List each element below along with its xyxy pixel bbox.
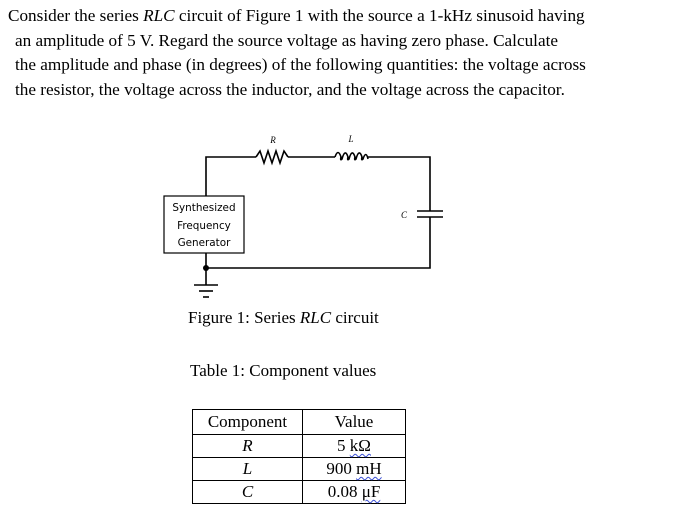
cell-component-r: R (192, 434, 303, 458)
header-component: Component (192, 409, 303, 435)
header-value: Value (302, 409, 406, 435)
value-unit: μF (361, 482, 381, 501)
generator-label-line-2: Frequency (177, 220, 231, 232)
problem-line-4: the resistor, the voltage across the ind… (15, 79, 565, 99)
problem-line-2: an amplitude of 5 V. Regard the source v… (15, 30, 558, 50)
inductor-symbol (334, 151, 369, 161)
value-unit: mH (356, 459, 382, 478)
circuit-wire-bottom (205, 217, 431, 269)
generator-label-line-3: Generator (178, 237, 231, 249)
problem-line-1-end: circuit of Figure 1 with the source a 1-… (174, 6, 585, 25)
problem-rlc-term: RLC (143, 6, 175, 25)
table-row: R 5 kΩ (192, 434, 406, 458)
problem-line-1: Consider the series RLC circuit of Figur… (8, 4, 680, 29)
cell-value-l: 900 mH (302, 457, 406, 481)
figure-caption-end: circuit (331, 308, 379, 327)
resistor-symbol (255, 148, 289, 166)
problem-statement: Consider the series RLC circuit of Figur… (8, 4, 680, 102)
figure-caption: Figure 1: Series RLC circuit (188, 308, 379, 328)
cell-value-c: 0.08 μF (302, 480, 406, 504)
figure-caption-start: Figure 1: Series (188, 308, 300, 327)
table-caption: Table 1: Component values (190, 361, 377, 380)
ground-node-dot (203, 265, 209, 271)
circuit-wire-top-left (205, 156, 256, 196)
component-table: Component Value R 5 kΩ L 900 mH C 0.08 μ… (192, 409, 406, 504)
table-header-row: Component Value (192, 409, 406, 435)
figure-caption-rlc: RLC (299, 308, 332, 327)
inductor-label: L (347, 134, 353, 144)
circuit-wire-top-right (368, 156, 431, 211)
table-row: L 900 mH (192, 457, 406, 481)
generator-label-line-1: Synthesized (172, 202, 235, 214)
cell-value-r: 5 kΩ (302, 434, 406, 458)
problem-line-3: the amplitude and phase (in degrees) of … (15, 55, 586, 75)
resistor-label: R (269, 135, 276, 145)
circuit-diagram: Synthesized Frequency Generator R L C (163, 134, 443, 298)
capacitor-label: C (401, 210, 408, 220)
value-number: 900 (326, 459, 357, 478)
table-row: C 0.08 μF (192, 480, 406, 504)
problem-line-1-start: Consider the series (8, 6, 144, 25)
value-unit: kΩ (349, 436, 371, 455)
cell-component-l: L (192, 457, 303, 481)
generator-box (163, 195, 245, 254)
value-number: 0.08 (327, 482, 362, 501)
cell-component-c: C (192, 480, 303, 504)
value-number: 5 (337, 436, 350, 455)
